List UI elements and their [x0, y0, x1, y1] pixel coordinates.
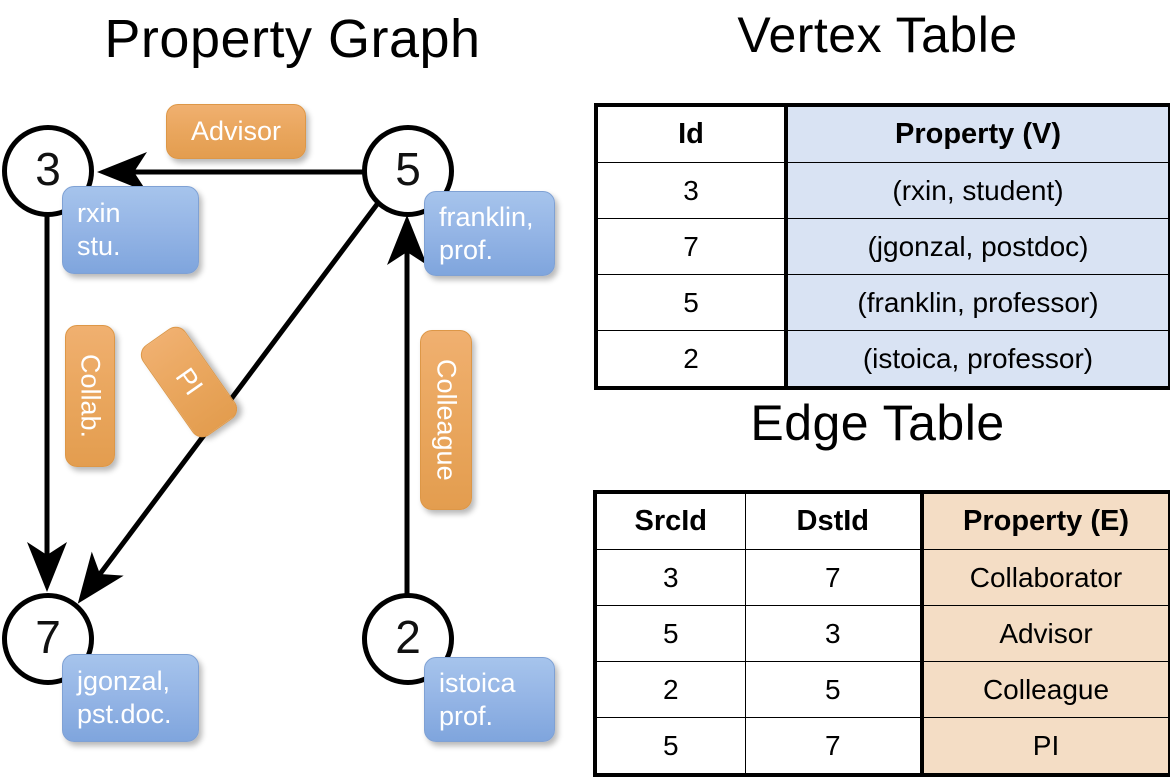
vertex-table-cell-id: 3 — [594, 162, 787, 219]
vertex-table-cell-id: 2 — [594, 330, 787, 390]
vertex-table-header-property: Property (V) — [784, 103, 1170, 163]
edge-property-advisor-label: Advisor — [190, 115, 282, 146]
vertex-table-cell-property: (jgonzal, postdoc) — [784, 218, 1170, 275]
edge-table-header-srcid: SrcId — [593, 490, 746, 550]
vertex-property-rxin-role: stu. — [77, 231, 121, 261]
edge-table-cell-property: PI — [920, 717, 1170, 777]
vertex-property-box-rxin[interactable]: rxin stu. — [62, 186, 199, 274]
edge-table-cell-property: Advisor — [920, 605, 1170, 662]
vertex-property-box-franklin[interactable]: franklin, prof. — [424, 191, 555, 276]
vertex-table-cell-property: (rxin, student) — [784, 162, 1170, 219]
graph-vertex-3-label: 3 — [35, 143, 61, 195]
vertex-table-cell-id: 7 — [594, 218, 787, 275]
graph-vertex-5-label: 5 — [395, 143, 421, 195]
property-graph-diagram: 3 5 7 2 rxin stu. franklin, prof. jgonza… — [0, 0, 585, 760]
vertex-table-cell-id: 5 — [594, 274, 787, 331]
page-title-edge-table: Edge Table — [750, 395, 1005, 451]
edge-property-box-advisor[interactable]: Advisor — [166, 104, 306, 159]
edge-table-cell-dstid: 7 — [744, 717, 923, 777]
edge-table-cell-srcid: 2 — [593, 661, 746, 718]
edge-table-row[interactable]: 5 3 Advisor — [593, 605, 1170, 662]
vertex-table-cell-property: (istoica, professor) — [784, 330, 1170, 390]
vertex-property-rxin-name: rxin — [77, 198, 121, 229]
vertex-property-jgonzal-role: pst.doc. — [77, 699, 172, 729]
edge-table-cell-property: Colleague — [920, 661, 1170, 718]
vertex-table-row[interactable]: 3 (rxin, student) — [594, 162, 1170, 219]
edge-property-pi-label: PI — [169, 362, 210, 401]
edge-table-row[interactable]: 5 7 PI — [593, 717, 1170, 777]
vertex-table-row[interactable]: 7 (jgonzal, postdoc) — [594, 218, 1170, 275]
edge-table-header-row: SrcId DstId Property (E) — [593, 490, 1170, 550]
vertex-table-row[interactable]: 2 (istoica, professor) — [594, 330, 1170, 390]
edge-table-cell-dstid: 5 — [744, 661, 923, 718]
edge-table-cell-dstid: 3 — [744, 605, 923, 662]
vertex-table: Id Property (V) 3 (rxin, student) 7 (jgo… — [594, 103, 1170, 390]
edge-table-cell-srcid: 5 — [593, 717, 746, 777]
vertex-property-franklin-role: prof. — [439, 234, 494, 265]
vertex-table-cell-property: (franklin, professor) — [784, 274, 1170, 331]
edge-property-colleague-label: Colleague — [431, 359, 462, 481]
vertex-table-header-row: Id Property (V) — [594, 103, 1170, 163]
edge-table-cell-dstid: 7 — [744, 549, 923, 606]
vertex-property-box-jgonzal[interactable]: jgonzal, pst.doc. — [62, 654, 199, 742]
graph-vertex-7-label: 7 — [35, 611, 61, 663]
edge-property-box-collab[interactable]: Collab. — [65, 325, 115, 467]
edge-table-row[interactable]: 3 7 Collaborator — [593, 549, 1170, 606]
vertex-property-box-istoica[interactable]: istoica prof. — [424, 657, 555, 742]
page-title-vertex-table: Vertex Table — [737, 7, 1018, 63]
edge-property-box-colleague[interactable]: Colleague — [420, 330, 472, 510]
edge-table-cell-property: Collaborator — [920, 549, 1170, 606]
vertex-property-jgonzal-name: jgonzal, — [77, 666, 171, 697]
graph-vertex-2-label: 2 — [395, 611, 421, 663]
edge-table-cell-srcid: 5 — [593, 605, 746, 662]
vertex-property-istoica-role: prof. — [439, 700, 494, 731]
edge-table-row[interactable]: 2 5 Colleague — [593, 661, 1170, 718]
graph-vertex-5[interactable]: 5 — [362, 125, 454, 217]
graph-vertex-2[interactable]: 2 — [362, 593, 454, 685]
edge-table-cell-srcid: 3 — [593, 549, 746, 606]
edge-table-header-property: Property (E) — [920, 490, 1170, 550]
vertex-property-franklin-name: franklin, — [439, 201, 534, 232]
edge-table-header-dstid: DstId — [744, 490, 923, 550]
edge-table: SrcId DstId Property (E) 3 7 Collaborato… — [593, 490, 1170, 777]
page-title-property-graph: Property Graph — [104, 9, 481, 69]
vertex-property-istoica-name: istoica — [439, 667, 516, 698]
edge-property-collab-label: Collab. — [75, 353, 106, 439]
vertex-table-header-id: Id — [594, 103, 787, 163]
vertex-table-row[interactable]: 5 (franklin, professor) — [594, 274, 1170, 331]
